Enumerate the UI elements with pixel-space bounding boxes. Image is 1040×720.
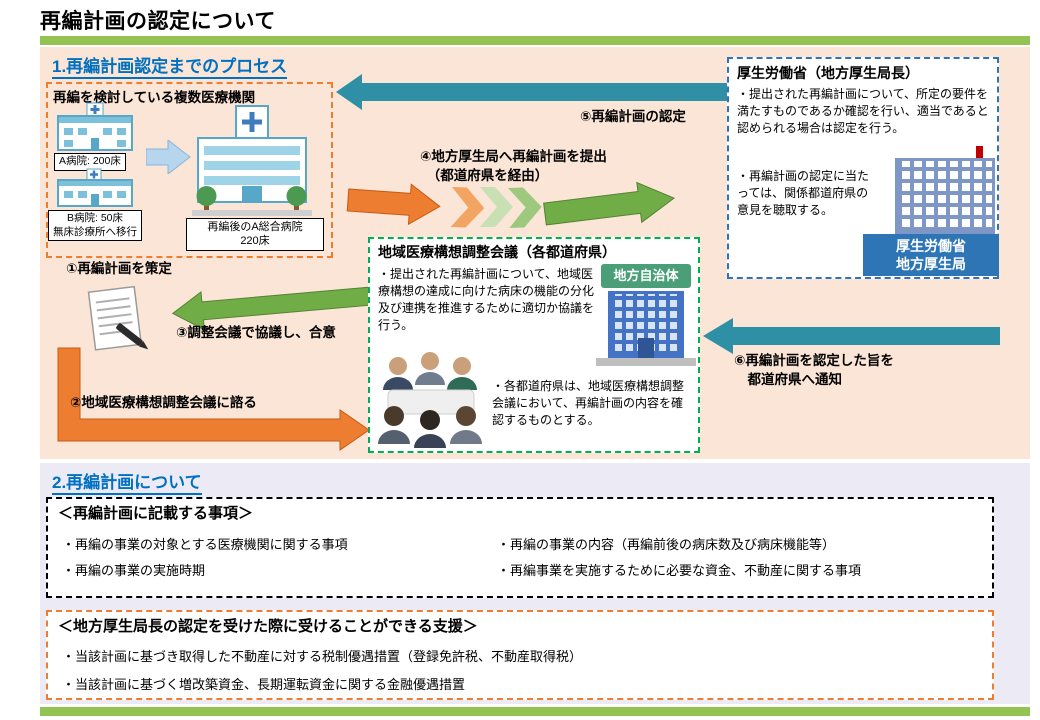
pen-icon <box>116 323 149 350</box>
step6-label: ⑥再編計画を認定した旨を 都道府県へ通知 <box>734 353 894 387</box>
step6-arrow <box>703 318 1000 354</box>
bottom-accent-bar <box>40 707 1030 716</box>
process-heading-text: 1.再編計画認定までのプロセス <box>52 57 288 79</box>
top-accent-bar <box>40 36 1030 45</box>
step3-label: ③調整会議で協議し、合意 <box>176 325 336 340</box>
council-description-1: ・提出された再編計画について、地域医療構想の達成に向けた病床の機能の分化及び連携… <box>378 267 595 333</box>
plan-document-icon <box>87 285 149 351</box>
step4-chevron-2 <box>480 187 513 227</box>
step4-arrow-orange <box>346 183 441 226</box>
about-heading-text: 2.再編計画について <box>52 473 202 495</box>
described-item: ・再編の事業の対象とする医療機関に関する事項 <box>62 537 348 552</box>
support-title: ＜地方厚生局長の認定を受けた際に受けることができる支援＞ <box>58 618 478 635</box>
mhlw-title: 厚生労働省（地方厚生局長） <box>737 65 919 81</box>
merge-arrow-icon <box>146 140 191 174</box>
step4-chevron-1 <box>450 187 485 228</box>
council-title: 地域医療構想調整会議（各都道府県） <box>378 244 616 260</box>
hospitals-title: 再編を検討している複数医療機関 <box>53 90 256 105</box>
meeting-people-illustration <box>378 352 482 448</box>
council-description-2: ・各都道府県は、地域医療構想調整会議において、再編計画の内容を確認するものとする… <box>492 379 685 428</box>
step2-arrow <box>57 347 370 451</box>
municipality-building-label: 地方自治体 <box>601 264 691 288</box>
hospital-b-icon <box>57 168 133 207</box>
hospital-a-label: A病院: 200床 <box>54 153 126 171</box>
step4-label: ④地方厚生局へ再編計画を提出 （都道府県を経由） <box>420 149 607 183</box>
step5-label: ⑤再編計画の認定 <box>580 109 686 124</box>
merged-hospital-icon <box>192 105 312 216</box>
support-item: ・当該計画に基づく増改築資金、長期運転資金に関する金融優遇措置 <box>62 677 466 692</box>
mhlw-description-2: ・再編計画の認定に当たっては、関係都道府県の意見を聴取する。 <box>737 169 870 218</box>
described-item: ・再編の事業の実施時期 <box>62 563 206 578</box>
page-title: 再編計画の認定について <box>40 10 276 33</box>
step2-label: ②地域医療構想調整会議に諮る <box>70 395 257 410</box>
hospital-a-icon <box>57 102 133 151</box>
step5-arrow <box>336 74 727 110</box>
tree-icon <box>196 186 307 210</box>
mhlw-building-icon <box>893 146 997 234</box>
step1-label: ①再編計画を策定 <box>66 261 172 276</box>
step4-arrow-green <box>543 181 676 226</box>
about-heading: 2.再編計画について <box>52 468 202 495</box>
process-heading: 1.再編計画認定までのプロセス <box>52 52 288 79</box>
building-windows <box>895 158 995 234</box>
support-item: ・当該計画に基づき取得した不動産に対する税制優遇措置（登録免許税、不動産取得税） <box>62 649 583 664</box>
mhlw-description-1: ・提出された再編計画について、所定の要件を満たすものであるか確認を行い、適当であ… <box>737 87 989 136</box>
step3-arrow <box>171 286 374 331</box>
merged-hospital-label: 再編後のA総合病院 220床 <box>186 218 324 251</box>
step4-chevron-3 <box>508 187 542 228</box>
hospitals-group-box <box>46 82 333 258</box>
described-items-box <box>46 497 994 598</box>
municipality-building-icon: 地方自治体 <box>596 264 696 368</box>
hospital-b-label: B病院: 50床 無床診療所へ移行 <box>48 210 142 242</box>
antenna-icon <box>976 146 983 160</box>
support-box <box>46 610 994 700</box>
building-base <box>596 358 696 366</box>
door-icon <box>638 338 654 358</box>
mhlw-building-label: 厚生労働省 地方厚生局 <box>863 234 999 277</box>
described-item: ・再編事業を実施するために必要な資金、不動産に関する事項 <box>497 563 862 578</box>
described-item: ・再編の事業の内容（再編前後の病床数及び病床機能等） <box>497 537 836 552</box>
described-items-title: ＜再編計画に記載する事項＞ <box>58 505 254 522</box>
